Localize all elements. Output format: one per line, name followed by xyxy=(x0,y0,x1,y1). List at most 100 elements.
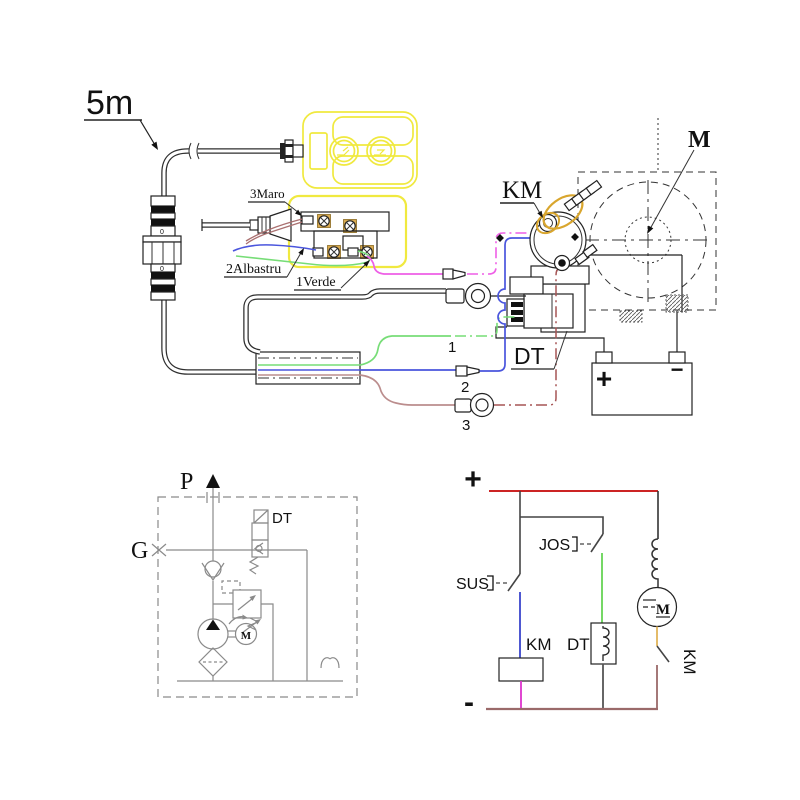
dt-label: DT xyxy=(514,343,545,369)
junction-dot xyxy=(496,234,504,242)
magenta-dashdot-to-km xyxy=(467,232,531,275)
sus-bracket xyxy=(487,575,494,591)
tipper-up-icon xyxy=(337,146,350,156)
crimp-terminal xyxy=(301,215,314,225)
microswitch-wires xyxy=(232,218,371,267)
km-contactor xyxy=(496,179,603,272)
km-main-contact xyxy=(656,645,670,663)
terminal-3-number: 3 xyxy=(462,417,470,434)
power-cable xyxy=(243,282,526,355)
pendant-button-down xyxy=(366,136,396,166)
sus-switch xyxy=(507,573,521,592)
wire-brown-label: 3Maro xyxy=(250,186,285,201)
leader-arrowhead xyxy=(298,248,304,256)
dt-coil-label: DT xyxy=(567,635,590,654)
brown-wire xyxy=(245,221,303,245)
battery: + − xyxy=(495,312,693,416)
wire-blue-label: 2Albastru xyxy=(226,262,281,277)
pendant-cable xyxy=(161,142,282,375)
ground-strap xyxy=(665,294,689,313)
pressure-port-symbol xyxy=(206,474,220,488)
microswitch-box xyxy=(287,194,408,269)
blue-wire-to-km xyxy=(479,237,530,372)
crimp-terminal xyxy=(347,247,359,257)
leader-arrowhead xyxy=(151,141,158,150)
check-valve xyxy=(201,560,225,582)
km-stud-nut-stack xyxy=(563,179,603,212)
battery-minus-sign: − xyxy=(671,357,684,382)
terminal-1-number: 1 xyxy=(448,339,456,356)
harness-sheath xyxy=(255,351,361,385)
electrical-schematic: + JOS SUS KM DT M KM - xyxy=(456,463,699,719)
leader-arrowhead xyxy=(363,260,370,267)
sus-label: SUS xyxy=(456,576,489,593)
wire-green-label: 1Verde xyxy=(296,275,336,290)
pilot-line xyxy=(221,580,241,594)
dt-connector-pin xyxy=(511,310,523,315)
green-wire xyxy=(235,250,371,267)
terminal-lugs: 1 2 3 xyxy=(442,268,495,434)
km-callout: KM xyxy=(500,177,543,218)
hydraulic-schematic: P G DT xyxy=(131,469,358,698)
brown-wire xyxy=(245,218,303,242)
terminal-2-number: 2 xyxy=(461,379,469,396)
dt-connector-pin xyxy=(511,317,523,322)
pendant-cable-gland xyxy=(280,139,304,163)
leader-arrowhead xyxy=(295,209,302,216)
dt-valve-symbol: DT xyxy=(248,509,292,575)
tipper-down-icon xyxy=(374,149,386,156)
km-contact-label: KM xyxy=(680,649,699,675)
jos-label: JOS xyxy=(539,537,570,554)
hydraulic-motor-label: M xyxy=(241,630,252,642)
orange-highlight xyxy=(535,211,561,235)
dt-callout: DT xyxy=(511,330,568,370)
motor-foot-strap xyxy=(619,310,643,323)
leader-arrowhead xyxy=(647,225,654,234)
spade-terminal-2 xyxy=(455,365,468,377)
motor-label: M xyxy=(688,127,711,153)
motor-callout: M xyxy=(647,127,711,234)
spade-terminal xyxy=(442,268,454,280)
green-wire-1 xyxy=(359,335,451,366)
plus-label: + xyxy=(464,463,482,496)
motor-symbol-label: M xyxy=(656,602,670,618)
spring xyxy=(248,556,260,575)
crimp-terminal xyxy=(312,247,324,257)
jos-switch xyxy=(590,533,604,553)
brown-wire-3 xyxy=(359,374,455,406)
cable-length-callout: 5m xyxy=(84,84,158,150)
plugged-port-symbol xyxy=(151,543,167,557)
junction-dot xyxy=(571,233,579,241)
green-dashdot xyxy=(455,316,517,337)
hydraulic-dt-label: DT xyxy=(272,510,292,527)
enclosure-boundary xyxy=(157,496,358,698)
km-coil xyxy=(498,657,544,682)
ring-terminal-barrel xyxy=(445,288,465,304)
km-label: KM xyxy=(502,177,542,204)
dt-coil-winding xyxy=(602,626,610,661)
dt-solenoid-body xyxy=(506,265,590,333)
battery-plus-cable xyxy=(495,326,605,352)
magenta-wire xyxy=(366,255,443,275)
relief-valve xyxy=(213,580,274,681)
connector-mark: 0 xyxy=(160,266,164,273)
inline-cable-connector: 0 0 xyxy=(142,195,182,301)
wire-callouts: 3Maro 2Albastru 1Verde xyxy=(224,186,370,291)
connector-mark: 0 xyxy=(160,229,164,236)
tank-breather-symbol xyxy=(320,657,340,669)
battery-plus-sign: + xyxy=(596,363,612,394)
jos-bracket xyxy=(572,536,578,552)
pendant-button-up xyxy=(329,136,359,166)
cable-break-mark xyxy=(188,142,200,160)
terminal-screw xyxy=(318,215,373,258)
spring xyxy=(246,617,260,631)
leader-arrowhead xyxy=(537,210,543,218)
cable-length-label: 5m xyxy=(86,84,133,122)
box-cable-gland xyxy=(201,208,292,242)
blue-wire xyxy=(232,244,317,252)
km-coil-label: KM xyxy=(526,635,552,654)
minus-label: - xyxy=(464,686,474,719)
ring-terminal-3-barrel xyxy=(454,398,472,413)
